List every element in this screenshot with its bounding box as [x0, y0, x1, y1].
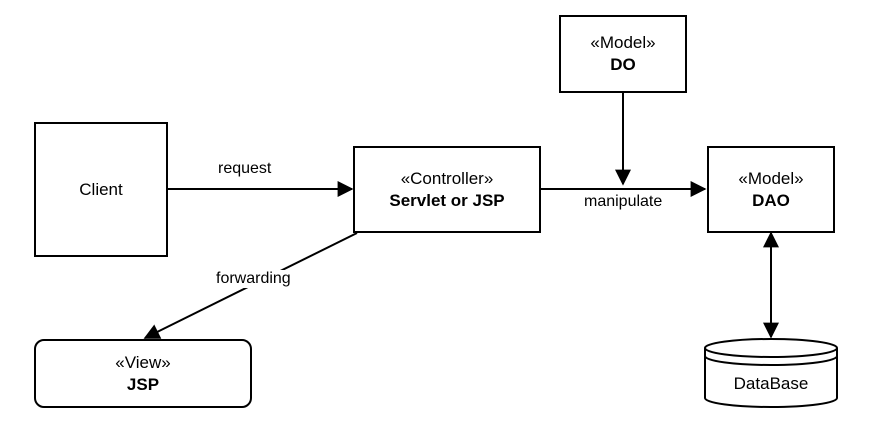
model-dao-stereotype: «Model»	[738, 168, 804, 188]
model-do-name: DO	[610, 55, 636, 74]
database-label: DataBase	[733, 374, 809, 393]
database-cylinder	[704, 338, 838, 408]
model-do-box: «Model» DO	[559, 15, 687, 93]
controller-stereotype: «Controller»	[400, 168, 494, 188]
controller-name: Servlet or JSP	[389, 190, 505, 210]
request-label: request	[218, 160, 272, 178]
controller-box: «Controller» Servlet or JSP	[353, 146, 541, 233]
model-do-stereotype: «Model»	[590, 33, 656, 52]
client-box: Client	[34, 122, 168, 257]
manipulate-label: manipulate	[584, 193, 663, 211]
view-name: JSP	[126, 374, 160, 394]
client-label: Client	[79, 179, 123, 199]
model-dao-box: «Model» DAO	[707, 146, 835, 233]
view-stereotype: «View»	[115, 352, 171, 372]
view-box: «View» JSP	[34, 339, 252, 408]
model-dao-name: DAO	[752, 190, 790, 210]
forwarding-label: forwarding	[216, 270, 291, 288]
